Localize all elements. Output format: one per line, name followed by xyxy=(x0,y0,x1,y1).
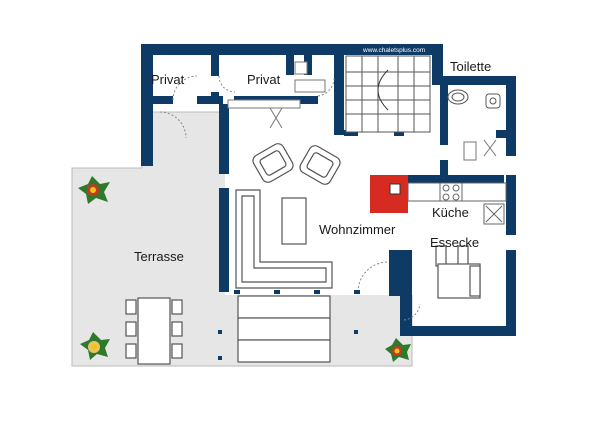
sun-lounger xyxy=(237,295,331,363)
potted-plant-icon xyxy=(78,176,110,204)
toilet-icon xyxy=(447,89,469,105)
dining-set xyxy=(435,245,481,299)
window-marks xyxy=(218,290,360,360)
room-label-toilette: Toilette xyxy=(450,59,491,74)
coffee-table xyxy=(281,197,307,245)
armchair xyxy=(252,143,294,183)
sofa xyxy=(235,189,333,289)
door-swings xyxy=(159,75,421,321)
staircase-icon xyxy=(345,55,431,133)
walls xyxy=(141,44,516,336)
bath-fixture xyxy=(463,139,497,161)
privat-fixtures xyxy=(227,61,326,129)
room-label-privat-right: Privat xyxy=(247,72,281,87)
watermark: www.chaletsplus.com xyxy=(362,47,425,54)
kitchen-counter xyxy=(407,182,507,225)
fireplace-icon xyxy=(370,175,408,213)
room-label-terrasse: Terrasse xyxy=(134,249,184,264)
armchair xyxy=(299,145,341,185)
room-label-wohnzimmer: Wohnzimmer xyxy=(319,222,396,237)
sink-icon xyxy=(485,93,501,109)
room-label-privat-left: Privat xyxy=(151,72,185,87)
potted-plant-icon xyxy=(385,338,411,362)
terrace-table xyxy=(125,297,183,365)
potted-plant-icon xyxy=(80,332,110,360)
room-label-kueche: Küche xyxy=(432,205,469,220)
cooktop-icon xyxy=(442,184,450,192)
room-label-essecke: Essecke xyxy=(430,235,479,250)
